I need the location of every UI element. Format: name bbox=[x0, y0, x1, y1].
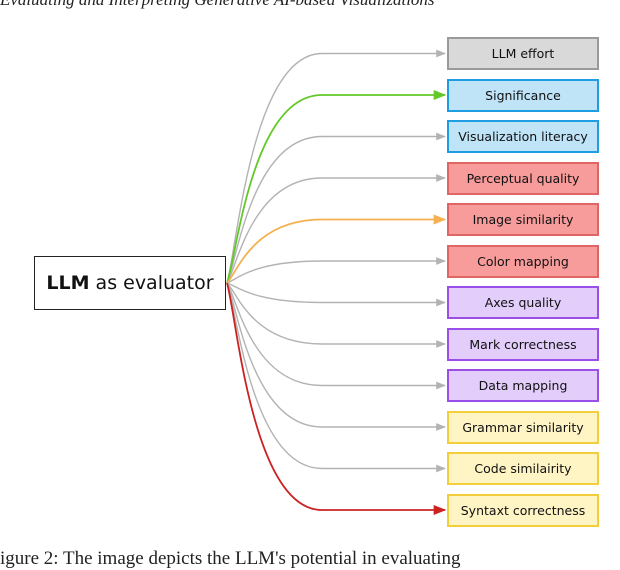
edge-to-significance bbox=[226, 89, 447, 284]
criterion-label: Image similarity bbox=[472, 212, 574, 227]
criterion-label: Data mapping bbox=[478, 378, 568, 393]
criterion-label: Axes quality bbox=[484, 295, 562, 310]
criterion-node-image-similarity: Image similarity bbox=[447, 203, 599, 236]
criterion-node-llm-effort: LLM effort bbox=[447, 37, 599, 70]
edge-to-perceptual-quality bbox=[226, 174, 446, 284]
criterion-node-axes-quality: Axes quality bbox=[447, 286, 599, 319]
running-header: Evaluating and Interpreting Generative A… bbox=[0, 0, 620, 10]
edge-to-color-mapping bbox=[226, 257, 446, 284]
edge-to-code-similairity bbox=[226, 282, 446, 473]
criterion-label: LLM effort bbox=[491, 46, 555, 61]
criterion-label: Color mapping bbox=[477, 253, 569, 269]
edge-to-axes-quality bbox=[226, 282, 446, 307]
criterion-node-grammar-similarity: Grammar similarity bbox=[447, 410, 599, 444]
edge-to-mark-correctness bbox=[226, 282, 446, 348]
criterion-node-mark-correctness: Mark correctness bbox=[447, 327, 599, 361]
criterion-label: Mark correctness bbox=[469, 336, 577, 352]
criterion-node-visualization-literacy: Visualization literacy bbox=[447, 120, 599, 153]
source-node-label: as evaluator bbox=[95, 272, 214, 294]
edge-to-syntaxt-correctness bbox=[226, 282, 447, 516]
edge-to-grammar-similarity bbox=[226, 282, 446, 431]
criterion-label: Syntaxt correctness bbox=[460, 502, 586, 518]
criterion-node-color-mapping: Color mapping bbox=[447, 244, 599, 278]
criterion-label: Significance bbox=[485, 87, 561, 103]
edge-to-llm-effort bbox=[226, 49, 446, 284]
criterion-node-significance: Significance bbox=[447, 78, 599, 112]
criterion-label: Perceptual quality bbox=[466, 170, 580, 186]
figure-caption: igure 2: The image depicts the LLM's pot… bbox=[0, 548, 461, 569]
criterion-label: Visualization literacy bbox=[458, 129, 588, 144]
criterion-label: Code similairity bbox=[474, 461, 572, 476]
edge-to-image-similarity bbox=[226, 214, 447, 284]
criterion-node-perceptual-quality: Perceptual quality bbox=[447, 161, 599, 195]
source-node-llm-as-evaluator: LLM as evaluator bbox=[34, 256, 226, 310]
criterion-node-data-mapping: Data mapping bbox=[447, 369, 599, 402]
criterion-node-code-similairity: Code similairity bbox=[447, 452, 599, 485]
criterion-node-syntaxt-correctness: Syntaxt correctness bbox=[447, 493, 599, 527]
source-node-bold-label: LLM bbox=[46, 272, 90, 294]
criterion-label: Grammar similarity bbox=[462, 419, 584, 435]
edge-to-data-mapping bbox=[226, 282, 446, 390]
